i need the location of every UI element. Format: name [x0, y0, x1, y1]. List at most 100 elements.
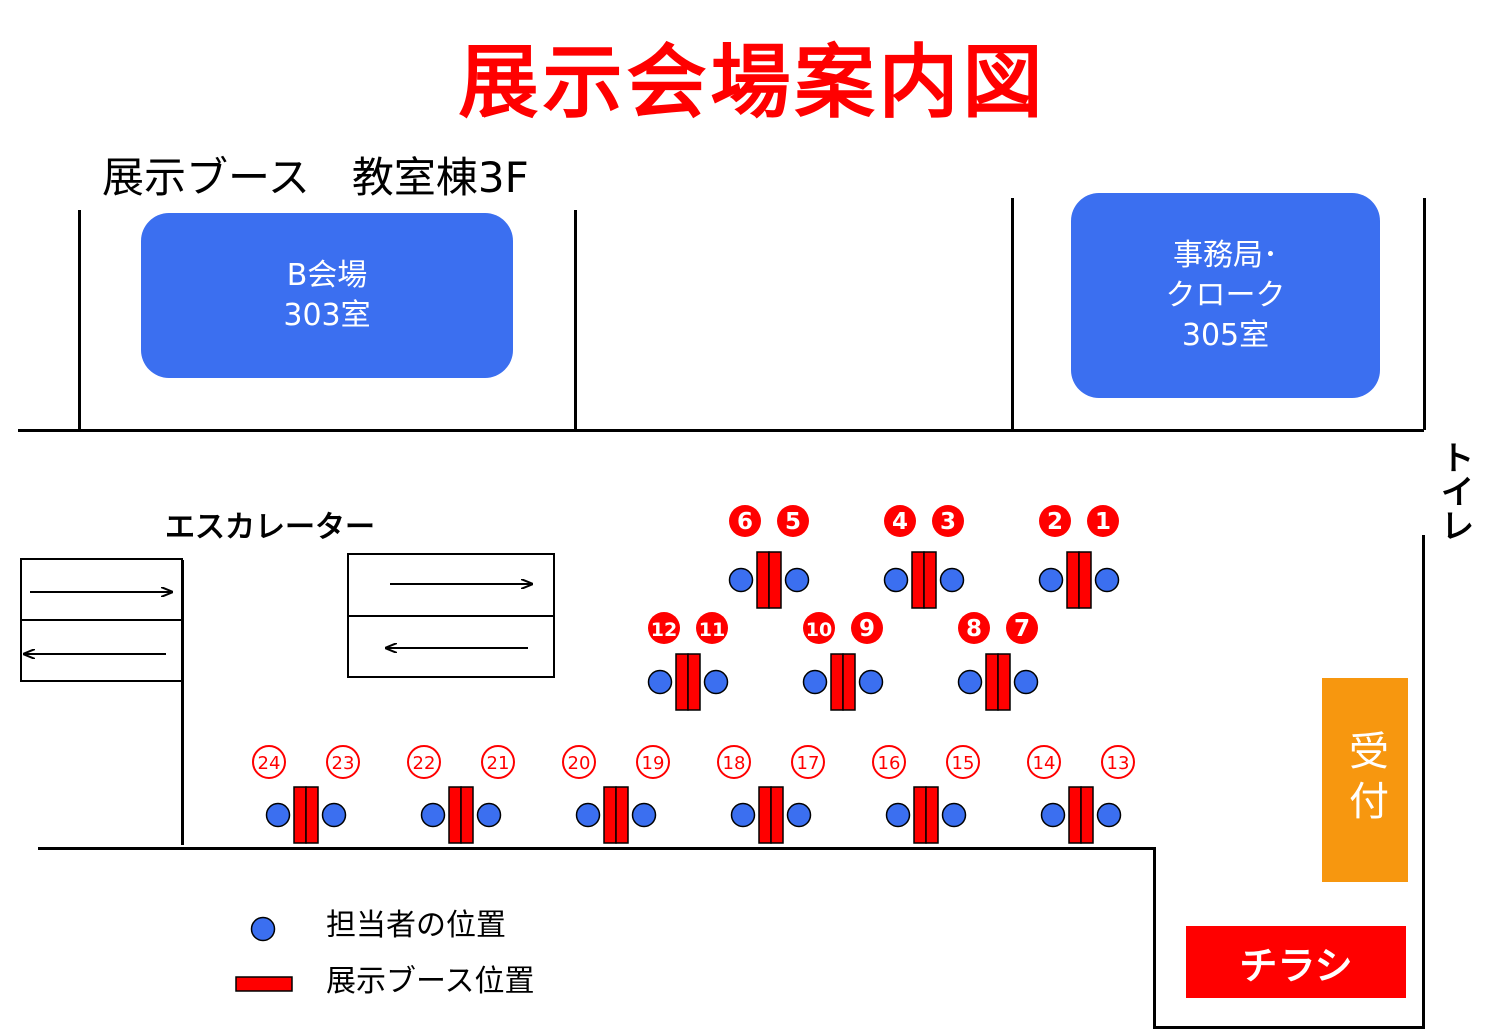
legend-booth-icon	[235, 976, 293, 992]
booth-number-24: 24	[258, 753, 281, 774]
wall-escalator-side	[181, 560, 184, 845]
wall-top-corridor	[18, 429, 1424, 432]
booth-number-8: 8	[966, 616, 982, 642]
page-title: 展示会場案内図	[458, 36, 1047, 129]
booth-table-22	[448, 786, 462, 844]
room-b-hall[interactable]: B会場 303室	[141, 213, 513, 378]
staff-position	[858, 669, 884, 695]
booth-table-21	[460, 786, 474, 844]
booth-number-badge-23	[326, 745, 360, 779]
booth-table-11	[687, 653, 701, 711]
booth-number-3: 3	[940, 509, 956, 535]
booth-table-7	[997, 653, 1011, 711]
booth-table-9	[842, 653, 856, 711]
booth-table-12	[675, 653, 689, 711]
booth-number-11: 11	[699, 619, 725, 641]
booth-table-6	[756, 551, 770, 609]
wall-lobby-right	[1422, 535, 1425, 1029]
booth-number-1: 1	[1095, 509, 1111, 535]
legend-staff-icon	[250, 916, 276, 942]
room-office-cloak-name: クローク	[1165, 277, 1286, 313]
booth-number-badge-7	[1006, 612, 1038, 644]
booth-number-badge-11	[696, 612, 728, 644]
booth-table-13	[1080, 786, 1094, 844]
booth-number-badge-10	[803, 612, 835, 644]
booth-table-10	[830, 653, 844, 711]
booth-number-badge-12	[648, 612, 680, 644]
escalator-label: エスカレーター	[165, 510, 375, 545]
staff-position	[941, 802, 967, 828]
room-b-hall-number: 303室	[283, 297, 371, 333]
wall-room-divider-2	[574, 210, 577, 430]
booth-number-17: 17	[797, 753, 820, 774]
staff-position	[1013, 669, 1039, 695]
booth-number-21: 21	[487, 753, 510, 774]
staff-position	[1040, 802, 1066, 828]
staff-position	[647, 669, 673, 695]
booth-number-2: 2	[1047, 509, 1063, 535]
booth-number-5: 5	[785, 509, 801, 535]
booth-number-19: 19	[642, 753, 665, 774]
staff-position	[802, 669, 828, 695]
flyer-stand[interactable]: チラシ	[1186, 926, 1406, 998]
staff-position	[730, 802, 756, 828]
booth-number-badge-15	[946, 745, 980, 779]
room-b-hall-name: B会場	[286, 257, 368, 293]
booth-table-23	[305, 786, 319, 844]
room-office-name: 事務局･	[1173, 237, 1278, 273]
booth-table-20	[603, 786, 617, 844]
legend-booth-label: 展示ブース位置	[326, 964, 535, 999]
reception-desk[interactable]: 受付	[1322, 678, 1408, 882]
booth-table-14	[1068, 786, 1082, 844]
booth-table-18	[758, 786, 772, 844]
booth-table-4	[911, 551, 925, 609]
staff-position	[703, 669, 729, 695]
booth-number-badge-20	[562, 745, 596, 779]
booth-table-17	[770, 786, 784, 844]
booth-table-1	[1078, 551, 1092, 609]
booth-number-16: 16	[878, 753, 901, 774]
room-office-cloak[interactable]: 事務局･ クローク 305室	[1071, 193, 1380, 398]
booth-table-15	[925, 786, 939, 844]
staff-position	[883, 567, 909, 593]
booth-number-badge-5	[777, 505, 809, 537]
staff-position	[265, 802, 291, 828]
staff-position	[786, 802, 812, 828]
booth-number-12: 12	[651, 619, 677, 641]
staff-position	[321, 802, 347, 828]
booth-number-badge-24	[252, 745, 286, 779]
booth-number-20: 20	[568, 753, 591, 774]
booth-number-22: 22	[413, 753, 436, 774]
booth-number-23: 23	[332, 753, 355, 774]
booth-number-badge-3	[932, 505, 964, 537]
booth-number-badge-9	[851, 612, 883, 644]
booth-number-badge-14	[1027, 745, 1061, 779]
wall-room-divider-3	[1011, 198, 1014, 430]
wall-room-divider-4	[1423, 198, 1426, 430]
booth-number-badge-6	[729, 505, 761, 537]
booth-number-4: 4	[892, 509, 908, 535]
booth-number-badge-1	[1087, 505, 1119, 537]
booth-number-18: 18	[723, 753, 746, 774]
staff-position	[728, 567, 754, 593]
staff-position	[1096, 802, 1122, 828]
legend-staff-label: 担当者の位置	[326, 908, 506, 943]
wall-lobby-bottom	[1153, 1026, 1425, 1029]
staff-position	[631, 802, 657, 828]
booth-table-16	[913, 786, 927, 844]
staff-position	[575, 802, 601, 828]
booth-number-10: 10	[806, 619, 832, 641]
wall-room-divider-1	[78, 210, 81, 430]
staff-position	[476, 802, 502, 828]
staff-position	[784, 567, 810, 593]
booth-table-3	[923, 551, 937, 609]
room-office-number: 305室	[1181, 317, 1270, 353]
booth-number-badge-18	[717, 745, 751, 779]
escalator-left-down	[20, 619, 183, 682]
booth-number-7: 7	[1014, 616, 1030, 642]
toilet-label[interactable]: トイレ	[1434, 440, 1474, 542]
booth-number-13: 13	[1107, 753, 1130, 774]
booth-table-2	[1066, 551, 1080, 609]
